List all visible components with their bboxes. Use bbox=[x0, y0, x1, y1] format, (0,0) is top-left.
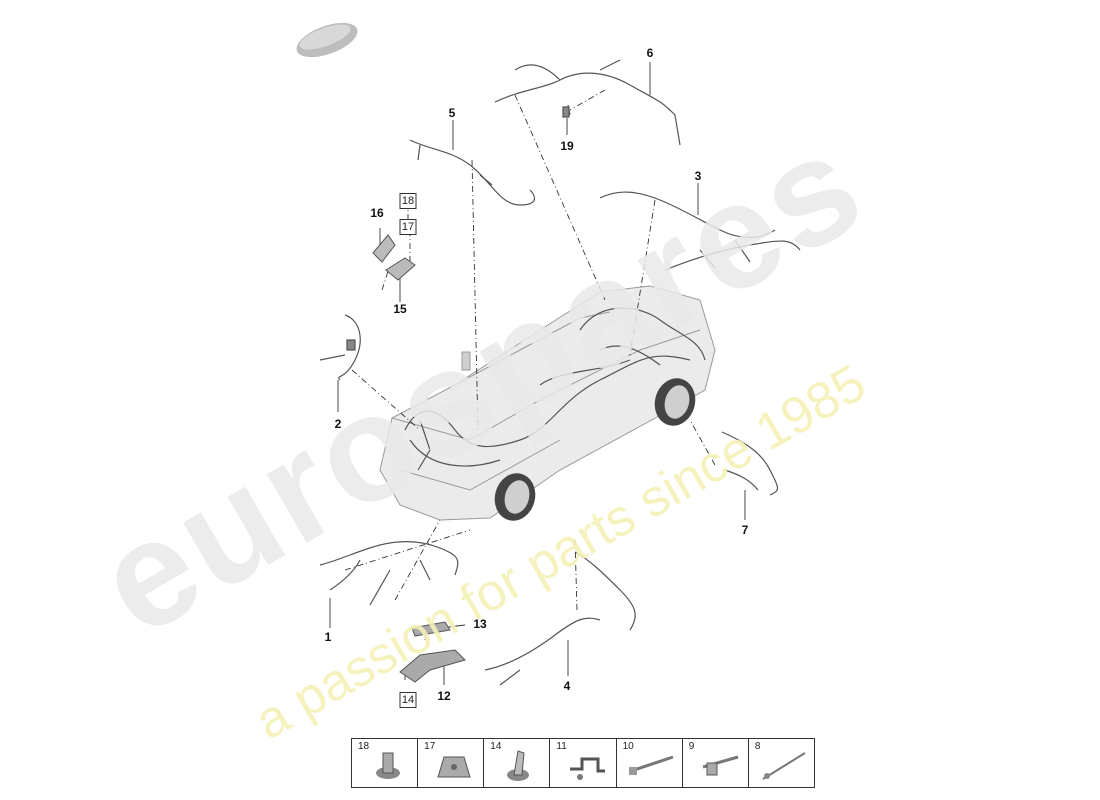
bracket-clip-icon bbox=[570, 757, 606, 780]
legend-cell-11: 11 bbox=[550, 739, 617, 787]
harness-6-roof bbox=[494, 59, 681, 146]
rear-wheel-icon bbox=[654, 378, 696, 426]
leader-lines bbox=[344, 89, 716, 680]
callout-16: 16 bbox=[370, 206, 384, 220]
legend-number: 8 bbox=[754, 741, 761, 752]
harness-1-engine-bay bbox=[319, 541, 459, 606]
legend-cell-14: 14 bbox=[484, 739, 551, 787]
cable-tie-icon bbox=[628, 755, 674, 775]
harness-3-rear bbox=[599, 191, 801, 271]
callout-4: 4 bbox=[563, 679, 571, 693]
harness-7 bbox=[721, 431, 779, 496]
callout-1: 1 bbox=[324, 630, 332, 644]
bracket-15-16 bbox=[372, 234, 416, 281]
small-parts-legend: 18 17 14 11 10 9 bbox=[351, 738, 815, 788]
callout-13: 13 bbox=[473, 617, 487, 631]
callout-3: 3 bbox=[694, 169, 702, 183]
cable-tie-strap-icon bbox=[762, 752, 806, 780]
callout-19: 19 bbox=[560, 139, 574, 153]
callout-12: 12 bbox=[437, 689, 451, 703]
callout-15: 15 bbox=[393, 302, 407, 316]
callout-2: 2 bbox=[334, 417, 342, 431]
legend-cell-17: 17 bbox=[418, 739, 485, 787]
cable-tie-holder-icon bbox=[702, 755, 739, 776]
legend-number: 18 bbox=[358, 741, 370, 752]
harness-5 bbox=[409, 139, 535, 206]
harness-2 bbox=[319, 314, 361, 381]
legend-number: 17 bbox=[424, 741, 436, 752]
callout-6: 6 bbox=[646, 46, 654, 60]
spring-nut-clip-icon bbox=[437, 756, 471, 778]
boxed-callout-18: 18 bbox=[399, 193, 417, 209]
legend-number: 14 bbox=[490, 741, 502, 752]
legend-number: 11 bbox=[556, 741, 567, 752]
callout-7: 7 bbox=[741, 523, 749, 537]
harness-4-floor bbox=[484, 551, 636, 686]
vehicle-thumbnail-icon bbox=[296, 22, 358, 58]
front-wheel-icon bbox=[494, 473, 536, 521]
push-rivet-icon bbox=[376, 752, 400, 779]
legend-cell-18: 18 bbox=[352, 739, 419, 787]
legend-cell-9: 9 bbox=[683, 739, 749, 787]
legend-cell-10: 10 bbox=[617, 739, 683, 787]
expanding-rivet-icon bbox=[507, 750, 530, 781]
boxed-callout-17: 17 bbox=[399, 219, 417, 235]
installed-harness-lines bbox=[404, 307, 706, 471]
legend-number: 10 bbox=[622, 741, 634, 752]
boxed-callout-14: 14 bbox=[399, 692, 417, 708]
legend-number: 9 bbox=[688, 741, 695, 752]
legend-cell-8: 8 bbox=[749, 739, 814, 787]
bracket-12-13 bbox=[399, 621, 466, 683]
callout-5: 5 bbox=[448, 106, 456, 120]
